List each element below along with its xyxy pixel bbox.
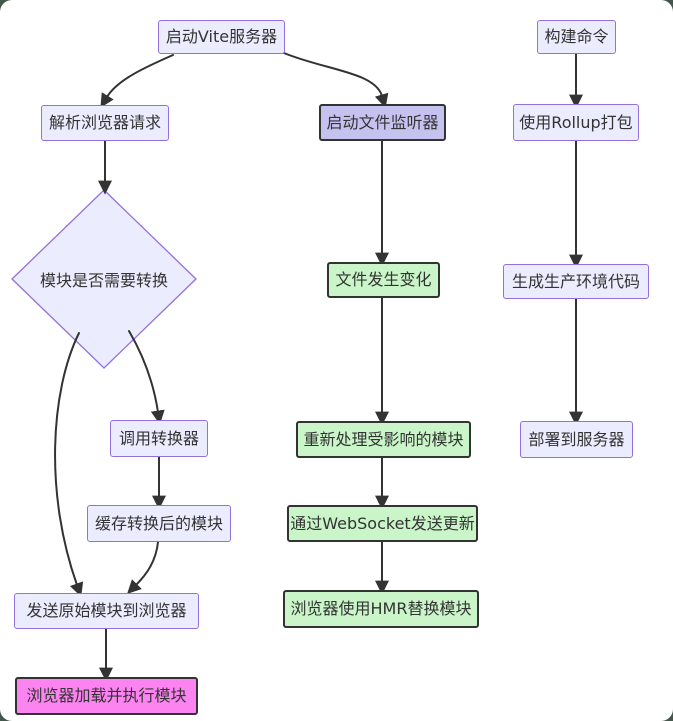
node-start-file-watcher: 启动文件监听器 (319, 104, 446, 141)
edge-start-to-watcher (283, 52, 389, 109)
edge-cache-to-send (127, 541, 159, 594)
node-browser-hmr-replace-module: 浏览器使用HMR替换模块 (283, 590, 479, 628)
node-start-vite-server: 启动Vite服务器 (158, 20, 285, 54)
node-browser-load-execute-module: 浏览器加载并执行模块 (15, 677, 198, 715)
node-module-transform-decision: 模块是否需要转换 (39, 271, 168, 290)
node-send-original-module-to-browser: 发送原始模块到浏览器 (14, 593, 199, 629)
node-build-command: 构建命令 (537, 20, 616, 54)
node-reprocess-affected-modules: 重新处理受影响的模块 (296, 421, 471, 458)
node-use-rollup-bundle: 使用Rollup打包 (513, 104, 639, 141)
node-generate-production-code: 生成生产环境代码 (503, 264, 649, 299)
node-file-changed: 文件发生变化 (327, 262, 440, 298)
edge-decision-to-transformer (128, 330, 165, 425)
node-call-transformer: 调用转换器 (110, 420, 208, 457)
node-deploy-to-server: 部署到服务器 (520, 421, 633, 458)
node-cache-transformed-module: 缓存转换后的模块 (87, 505, 231, 542)
edge-start-to-parse (100, 54, 174, 108)
node-send-update-via-websocket: 通过WebSocket发送更新 (287, 505, 478, 542)
edge-decision-to-send (54, 332, 84, 597)
decision-diamond-shape (11, 189, 197, 369)
node-parse-browser-request: 解析浏览器请求 (41, 105, 169, 141)
